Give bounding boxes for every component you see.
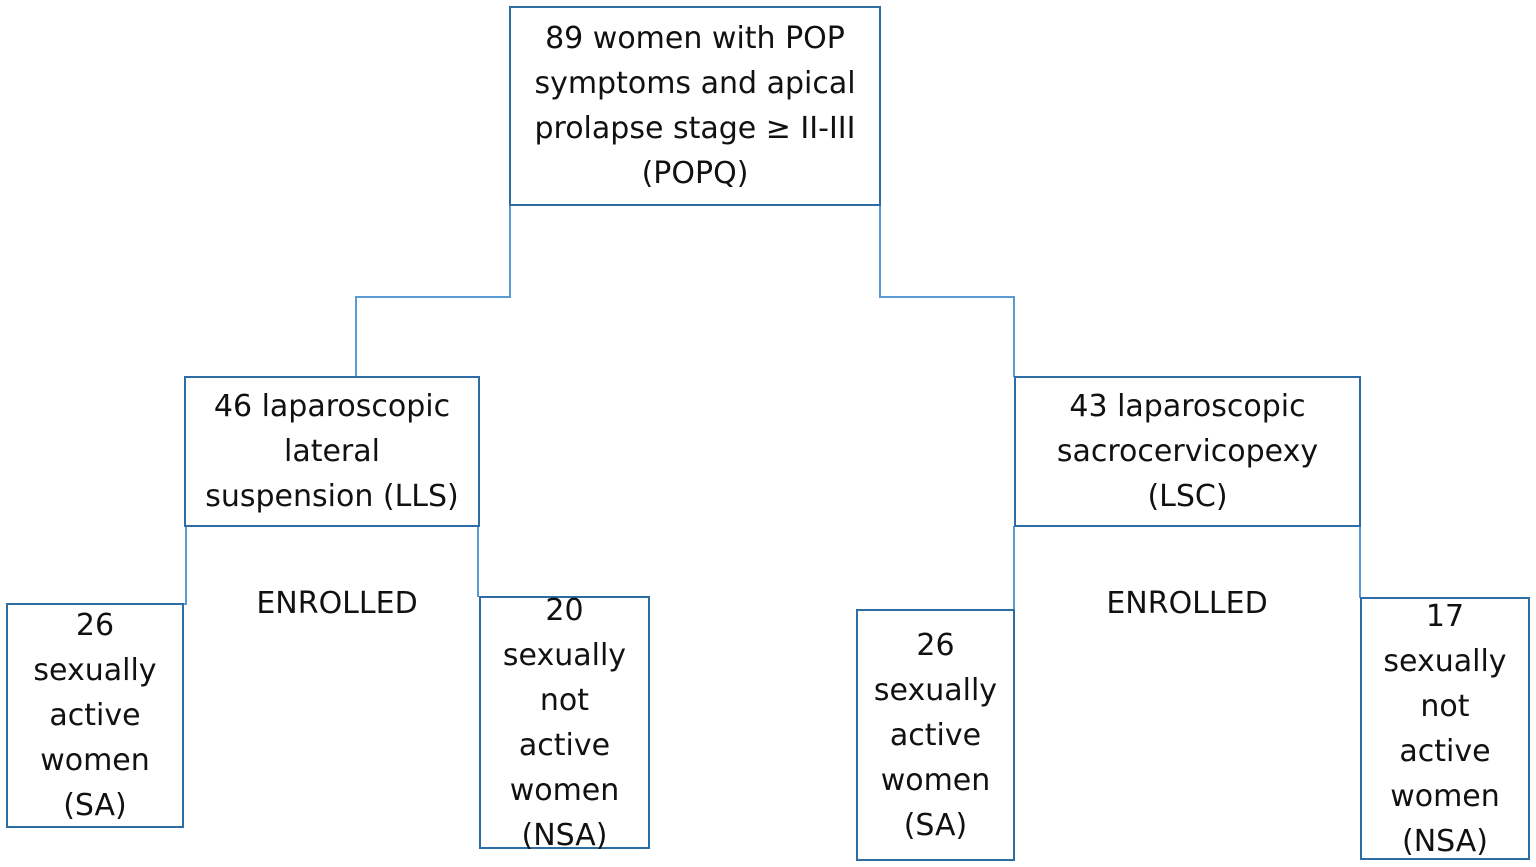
lls-group-node: 46 laparoscopic lateral suspension (LLS) — [184, 376, 480, 527]
enrolled-label-right: ENROLLED — [1106, 586, 1268, 621]
lls-sexually-active-text: 26 sexually active women (SA) — [33, 608, 157, 823]
connector-root-to-lls — [355, 205, 511, 377]
lls-group-text: 46 laparoscopic lateral suspension (LLS) — [205, 389, 459, 514]
lsc-not-sexually-active-node: 17 sexually not active women (NSA) — [1360, 597, 1530, 860]
lsc-sexually-active-text: 26 sexually active women (SA) — [873, 627, 998, 843]
root-node: 89 women with POP symptoms and apical pr… — [509, 6, 881, 206]
lls-sexually-active-node: 26 sexually active women (SA) — [6, 603, 184, 828]
lsc-sexually-active-node: 26 sexually active women (SA) — [856, 609, 1015, 861]
lls-not-sexually-active-node: 20 sexually not active women (NSA) — [479, 593, 650, 853]
lsc-group-node: 43 laparoscopic sacrocervicopexy (LSC) — [1014, 376, 1361, 527]
root-node-text: 89 women with POP symptoms and apical pr… — [534, 21, 856, 191]
lls-not-sexually-active-text: 20 sexually not active women (NSA) — [502, 592, 627, 853]
enrolled-label-left: ENROLLED — [256, 586, 418, 621]
lsc-group-text: 43 laparoscopic sacrocervicopexy (LSC) — [1056, 389, 1319, 514]
connector-root-to-lsc — [879, 205, 1015, 377]
connector-lls-to-sa — [108, 526, 187, 605]
lsc-not-sexually-active-text: 17 sexually not active women (NSA) — [1383, 598, 1507, 859]
